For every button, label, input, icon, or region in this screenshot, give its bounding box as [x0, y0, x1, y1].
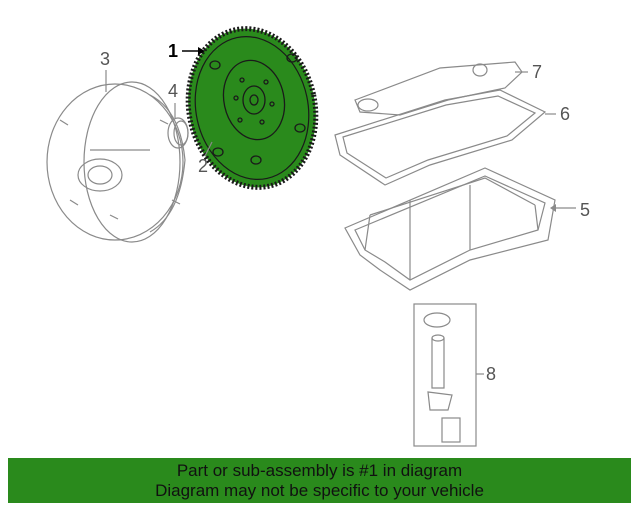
- callout-5: 5: [580, 200, 590, 220]
- torque-converter-part-3[interactable]: [46, 81, 186, 243]
- info-banner: Part or sub-assembly is #1 in diagram Di…: [8, 458, 631, 503]
- banner-line-2: Diagram may not be specific to your vehi…: [155, 481, 484, 500]
- oil-pan-part-5[interactable]: [344, 167, 556, 291]
- callout-8: 8: [486, 364, 496, 384]
- callout-3: 3: [100, 49, 110, 69]
- dipstick-tube-part-8[interactable]: [413, 303, 477, 447]
- callout-6: 6: [560, 104, 570, 124]
- banner-line-1: Part or sub-assembly is #1 in diagram: [176, 461, 463, 480]
- seal-part-4[interactable]: [167, 117, 189, 149]
- gasket-part-6[interactable]: [334, 89, 547, 186]
- flexplate-part-1[interactable]: [174, 17, 331, 200]
- parts-diagram: 3 4 1 2 7 6: [46, 17, 590, 447]
- callout-4: 4: [168, 81, 178, 101]
- callout-1: 1: [168, 41, 178, 61]
- filter-part-7[interactable]: [354, 61, 523, 116]
- callout-7: 7: [532, 62, 542, 82]
- callout-2: 2: [198, 156, 208, 176]
